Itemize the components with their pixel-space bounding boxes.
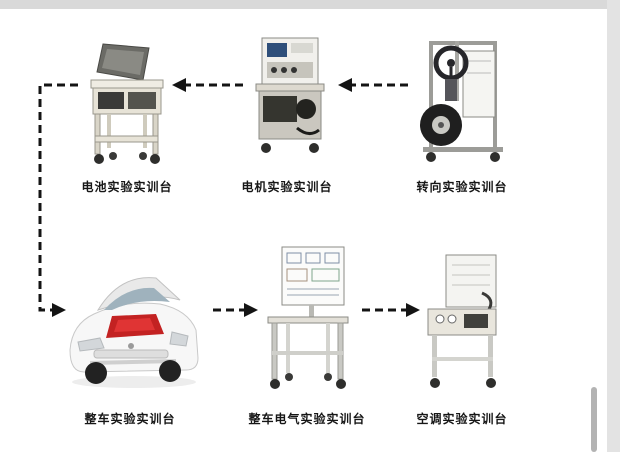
page-right-edge xyxy=(607,0,620,452)
ac-bench-label: 空调实验实训台 xyxy=(416,412,508,426)
arrowhead-left-icon xyxy=(172,78,186,92)
battery-bench-label: 电池实验实训台 xyxy=(81,180,173,194)
arrowhead-right-icon xyxy=(406,303,420,317)
arrowhead-right-icon xyxy=(244,303,258,317)
motor-bench-label: 电机实验实训台 xyxy=(241,180,333,194)
steering-bench-image xyxy=(415,33,511,165)
page-top-edge xyxy=(0,0,620,9)
ac-bench-image xyxy=(422,253,506,393)
vehicle-electric-bench-label: 整车电气实验实训台 xyxy=(248,412,366,426)
arrowhead-left-icon xyxy=(338,78,352,92)
motor-bench-image xyxy=(250,36,330,162)
battery-bench-image xyxy=(83,40,171,168)
steering-bench-label: 转向实验实训台 xyxy=(416,180,508,194)
scrollbar-thumb[interactable] xyxy=(591,387,597,452)
vehicle-image xyxy=(60,258,208,396)
vehicle-bench-label: 整车实验实训台 xyxy=(84,412,176,426)
vehicle-electric-bench-image xyxy=(262,243,354,393)
